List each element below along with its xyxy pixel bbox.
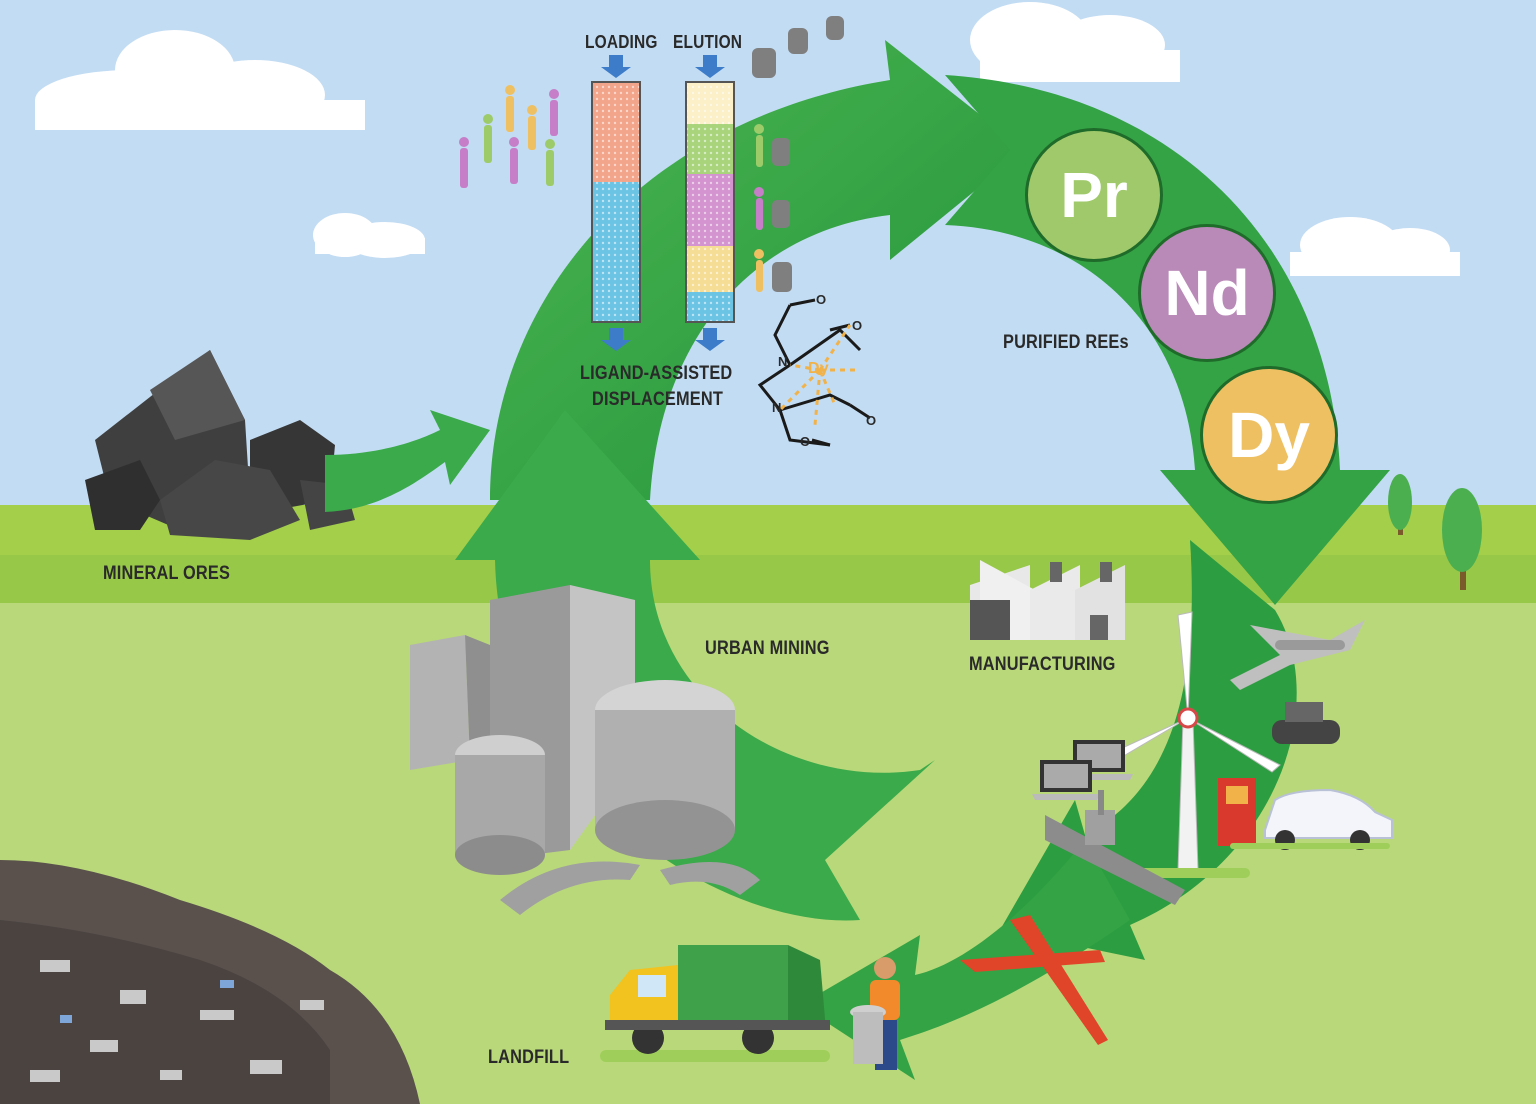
- ion-figure-icons: [459, 16, 844, 292]
- mineral-ore-rocks: [85, 350, 355, 540]
- tree-icon: [1388, 474, 1412, 535]
- urban-buildings-icon: [410, 585, 760, 915]
- cloud-icon: [313, 213, 425, 258]
- garbage-truck-icon: [600, 945, 830, 1062]
- chelate-nitrogen-label: N: [772, 400, 782, 415]
- chelate-oxygen-label: O: [816, 292, 827, 307]
- electric-car-icon: [1230, 788, 1393, 850]
- chelate-oxygen-label: O: [800, 434, 811, 449]
- manufacturing-label: MANUFACTURING: [969, 654, 1116, 675]
- landfill-pile: [0, 860, 420, 1104]
- flow-arrow-icon: [601, 55, 725, 351]
- dy-chelate-structure: [757, 298, 871, 447]
- ligand-label-line2: DISPLACEMENT: [592, 389, 723, 410]
- cloud-icon: [35, 30, 365, 130]
- mineral-ores-label: MINERAL ORES: [103, 563, 231, 584]
- chelate-metal-label: Dy: [808, 360, 829, 377]
- element-dy-badge: Dy: [1200, 366, 1338, 504]
- wind-turbine-icon: [1095, 611, 1281, 878]
- urban-mining-label: URBAN MINING: [705, 638, 830, 659]
- blocked-path-cross-icon: [960, 915, 1108, 1045]
- chelate-oxygen-label: O: [866, 413, 877, 428]
- element-nd-badge: Nd: [1138, 224, 1276, 362]
- ev-charger-icon: [1218, 778, 1256, 846]
- elution-label: ELUTION: [673, 32, 743, 52]
- drone-icon: [1230, 620, 1365, 690]
- element-pr-badge: Pr: [1025, 128, 1163, 262]
- factory-icon: [970, 560, 1125, 640]
- worker-icon: [850, 957, 900, 1070]
- laptop-icon: [1032, 760, 1100, 800]
- chelate-nitrogen-label: N: [778, 354, 788, 369]
- purified-rees-label: PURIFIED REEs: [1003, 332, 1129, 353]
- tree-icon: [1442, 488, 1482, 590]
- loading-column: [591, 81, 641, 323]
- chelate-bonds: [778, 324, 860, 426]
- cloud-icon: [970, 2, 1180, 82]
- landfill-label: LANDFILL: [488, 1047, 570, 1068]
- elution-column: [685, 81, 735, 323]
- ore-feed-arrow: [325, 410, 490, 512]
- chelate-oxygen-label: O: [852, 318, 863, 333]
- military-robot-icon: [1272, 702, 1340, 744]
- loading-label: LOADING: [585, 32, 658, 52]
- warship-icon: [1045, 790, 1185, 905]
- cloud-icon: [1290, 217, 1460, 276]
- ligand-label-line1: LIGAND-ASSISTED: [580, 363, 733, 384]
